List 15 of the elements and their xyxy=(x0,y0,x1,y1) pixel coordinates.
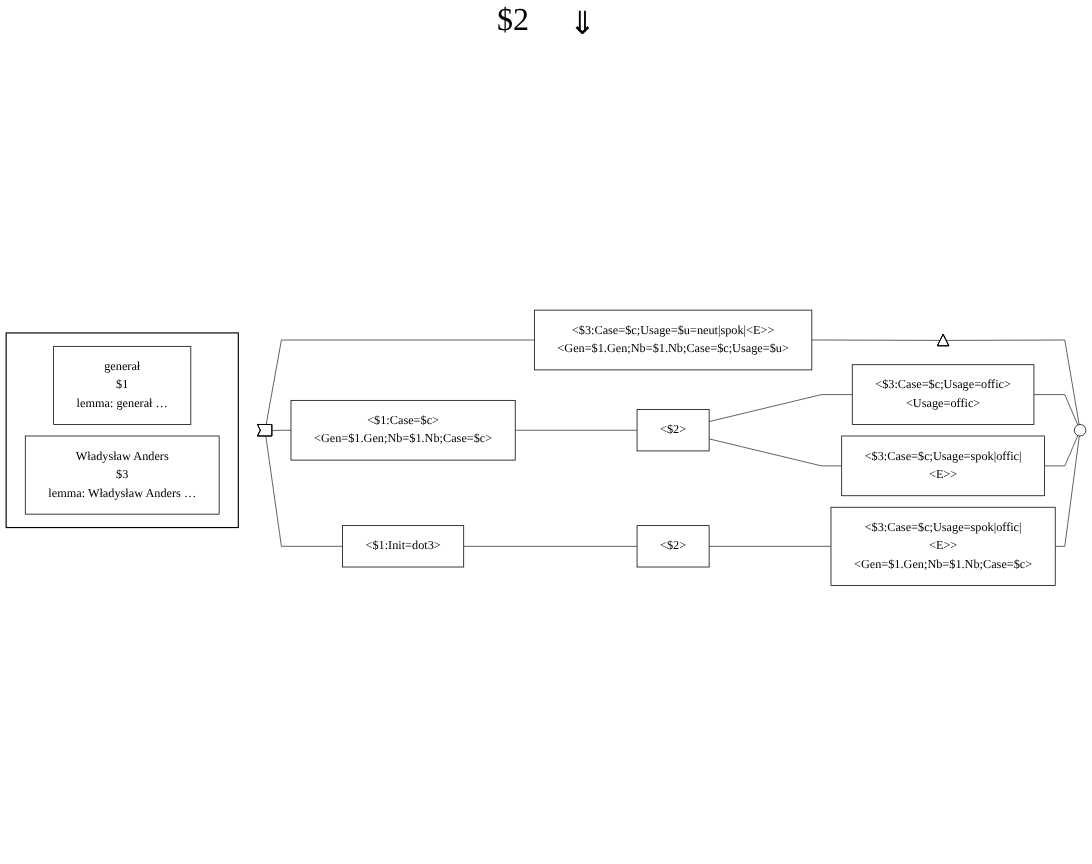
node-circle xyxy=(1074,424,1087,437)
connector xyxy=(945,339,1080,426)
connector xyxy=(708,438,843,467)
connector xyxy=(708,546,832,547)
connector xyxy=(271,430,292,432)
connector xyxy=(463,546,638,547)
note-text: $2 xyxy=(497,4,529,42)
connector xyxy=(1054,435,1080,547)
connector xyxy=(811,339,941,341)
note-text: ⇓ xyxy=(569,6,595,44)
connector xyxy=(708,394,853,423)
connector xyxy=(265,339,535,426)
connector xyxy=(514,430,638,431)
connector xyxy=(265,436,343,547)
cluster xyxy=(5,332,239,529)
